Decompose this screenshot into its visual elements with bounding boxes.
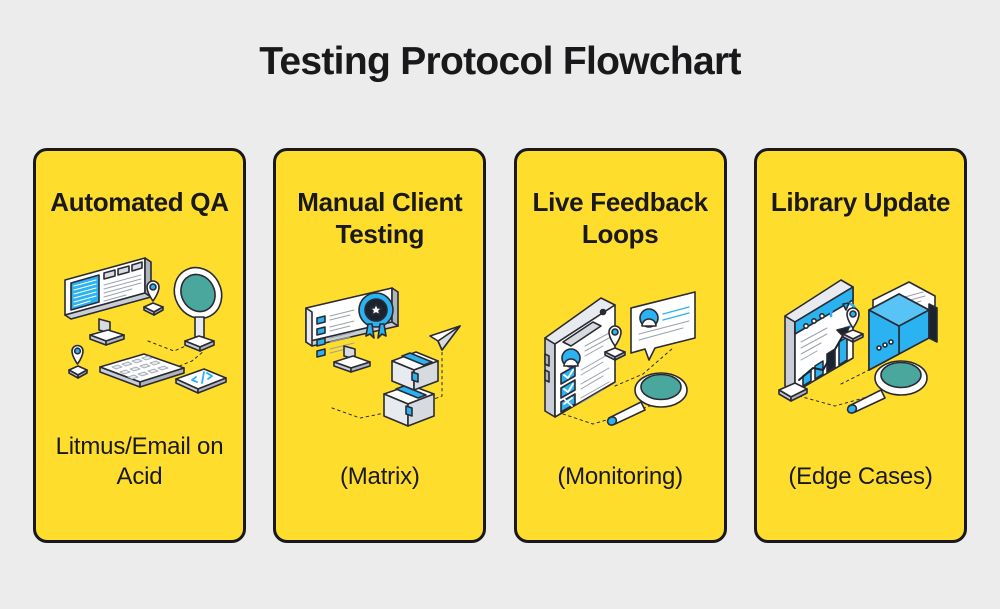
card-title: Live Feedback Loops xyxy=(532,187,709,249)
illustration-desktop-monitor-keyboard-magnifier xyxy=(48,219,231,432)
card-title: Automated QA xyxy=(50,187,229,217)
illustration-chart-board-folder-magnifier xyxy=(769,219,952,462)
flowchart-card-library-update[interactable]: Library Update xyxy=(753,148,967,543)
card-caption: (Matrix) xyxy=(339,463,420,490)
flowchart-card-live-feedback-loops[interactable]: Live Feedback Loops xyxy=(513,148,727,543)
flowchart-cards-row: Automated QA xyxy=(33,148,967,543)
flowchart-card-automated-qa[interactable]: Automated QA xyxy=(33,148,246,543)
illustration-smartphone-feedback-magnifier xyxy=(529,250,712,462)
card-title: Manual Client Testing xyxy=(297,187,463,249)
flowchart-card-manual-client-testing[interactable]: Manual Client Testing xyxy=(273,148,487,543)
page-title: Testing Protocol Flowchart xyxy=(259,40,741,83)
card-caption: (Monitoring) xyxy=(557,463,683,490)
card-title: Library Update xyxy=(770,187,951,217)
illustration-checklist-monitor-badge-boxes xyxy=(288,250,471,462)
card-caption: Litmus/Email on Acid xyxy=(55,433,224,490)
card-caption: (Edge Cases) xyxy=(788,463,933,490)
